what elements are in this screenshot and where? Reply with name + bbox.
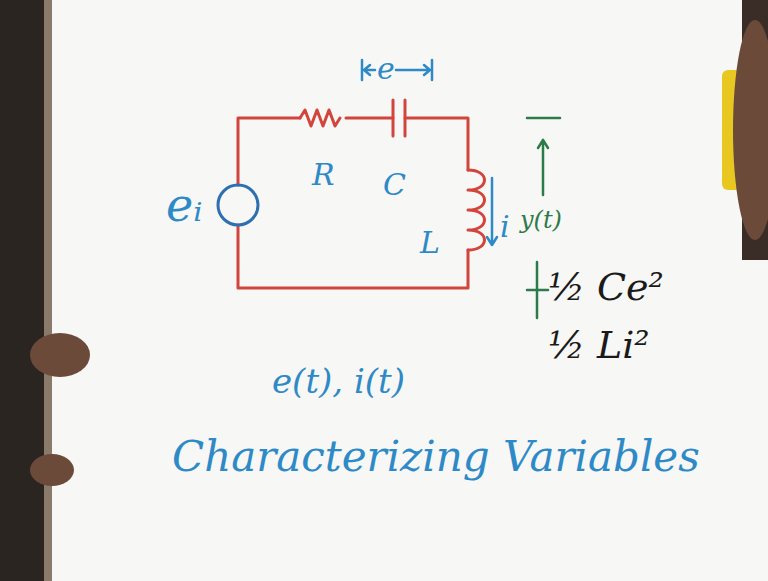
source-label: eᵢ [166,182,202,228]
output-label: y(t) [520,208,562,232]
voltage-arrow [364,65,375,75]
energy-formula: ½ Ce² [548,268,664,306]
wire [238,118,300,185]
board-edge [44,0,52,581]
voltage-label: e [377,54,395,84]
wire [346,117,393,120]
component-label: R [312,160,335,190]
output-marker [527,117,560,120]
component-label: L [420,228,440,258]
current-label: i [500,212,510,242]
component-label: C [383,170,406,200]
voltage-source [218,185,258,225]
wire [238,225,468,288]
current-arrow [487,178,497,245]
resistor-symbol [300,110,340,126]
hand [30,333,90,377]
hand [30,454,74,486]
wire [405,118,468,170]
capacitor-symbol [393,100,405,136]
variables-label: e(t), i(t) [272,364,405,398]
voltage-marker [362,60,432,80]
strike-mark [527,262,548,318]
board-edge [0,0,44,581]
inductor-symbol [468,170,485,250]
energy-formula: ½ Li² [548,326,650,364]
output-arrow [538,140,548,195]
voltage-arrow [396,65,430,75]
hand [733,20,768,240]
heading-note: Characterizing Variables [172,436,700,478]
